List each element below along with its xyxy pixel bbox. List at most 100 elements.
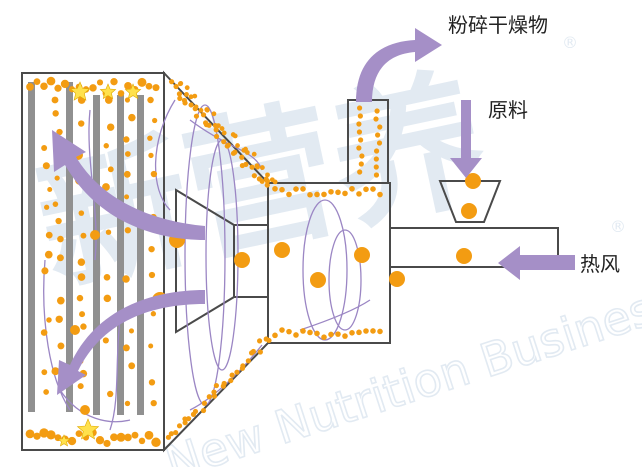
particle [373,156,379,162]
particle [293,186,299,192]
particle [46,430,56,440]
particle [188,102,194,108]
particle [357,169,363,175]
particle [176,91,183,97]
particle [265,172,270,178]
particle [213,133,220,140]
particle [182,420,188,426]
particle [152,117,158,124]
particle [54,84,62,92]
particle [219,126,225,131]
particle [144,430,154,440]
particle [173,429,179,436]
dryer-outline [21,70,559,453]
particle [103,143,109,149]
particle [192,93,198,99]
particle [349,330,355,336]
particle [51,367,60,376]
particle [102,183,110,191]
particle [52,201,59,207]
particle [375,132,381,138]
particle [465,173,481,189]
particle [310,272,326,288]
particle [358,161,364,167]
particle [200,112,207,118]
particle [192,408,199,415]
bar [93,95,100,415]
particle [363,186,369,193]
particle [77,258,86,266]
particle [211,111,217,117]
watermark-mark: ® [562,33,578,52]
particle [192,106,198,112]
heat-bars [28,82,144,415]
particle [168,79,175,85]
particle [204,107,210,113]
particle [314,191,320,198]
particle [137,77,147,87]
particle [128,113,136,122]
particle [377,191,383,198]
particle [110,433,118,442]
particle [377,328,383,335]
bar [28,82,35,412]
particle [103,439,111,448]
particle [150,311,157,317]
watermark-en: New Nutrition Business [159,274,642,467]
particle [70,325,80,335]
particle [215,123,221,129]
particle [44,250,53,259]
particle [80,232,87,239]
particle [259,178,265,184]
particle [245,358,251,364]
label-hot-air: 热风 [580,252,620,276]
bar [66,82,73,412]
particle [122,344,130,352]
particle [151,437,161,448]
particle [55,217,62,225]
particle [78,210,85,216]
particle [51,96,59,104]
lower-return-arrow [57,290,205,395]
particle [211,393,218,399]
particle [228,377,234,384]
particle [293,332,299,338]
particle [321,334,327,341]
particle [55,315,63,323]
particle [188,94,194,100]
particle [374,108,380,114]
flow-vortex [328,229,362,331]
particle [57,235,64,243]
particle [80,405,90,415]
flow-curve [189,119,263,171]
particle [272,179,278,185]
particle [150,170,158,178]
particle [272,185,278,192]
particle [314,330,320,337]
particle [251,151,257,157]
particle [213,382,219,389]
particle [259,165,265,170]
particle [56,254,64,262]
particle [77,273,86,281]
particle [148,245,155,253]
particle [300,186,306,192]
particle [335,331,341,337]
particle [103,273,111,281]
particle [43,389,49,395]
particle [56,296,65,305]
particle [123,170,131,178]
particle [123,136,130,143]
particle [206,122,212,128]
particle [328,188,334,195]
particle [373,116,379,122]
particle [177,81,183,87]
particle [39,428,49,438]
particle [201,400,208,406]
particle [349,185,355,192]
particle [46,317,52,323]
label-product: 粉碎干燥物 [448,13,548,37]
particle [117,90,125,97]
particle [335,189,341,196]
